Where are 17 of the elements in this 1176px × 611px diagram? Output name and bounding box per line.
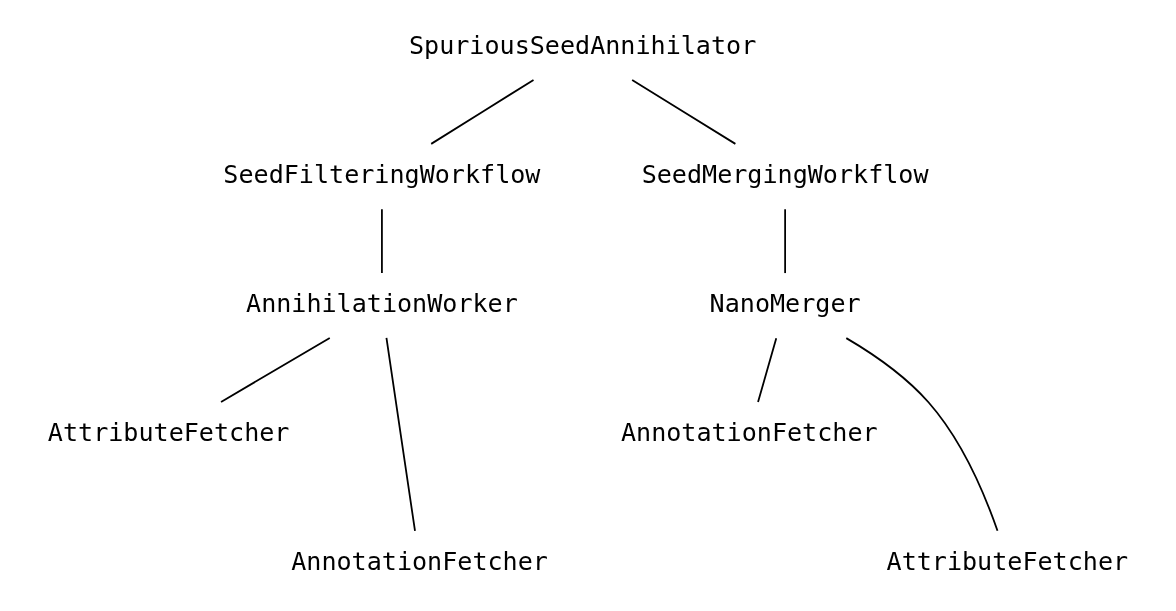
connector (220, 337, 331, 403)
connector (631, 79, 737, 145)
connector (757, 337, 778, 403)
connector (385, 337, 416, 532)
connector (381, 208, 383, 274)
node-text: SeedFilteringWorkflow (223, 160, 541, 190)
connector (430, 79, 535, 145)
node-text: AnnihilationWorker (246, 289, 518, 319)
node-text: AnnotationFetcher (291, 547, 548, 577)
node-text: SeedMergingWorkflow (641, 160, 929, 190)
node-text: AttributeFetcher (886, 547, 1129, 577)
connector (784, 208, 786, 274)
node-text: SpuriousSeedAnnihilator (408, 31, 757, 61)
node-text: AttributeFetcher (47, 418, 290, 448)
node-text: AnnotationFetcher (620, 418, 878, 448)
node-text: NanoMerger (709, 289, 861, 319)
connector (845, 337, 999, 532)
